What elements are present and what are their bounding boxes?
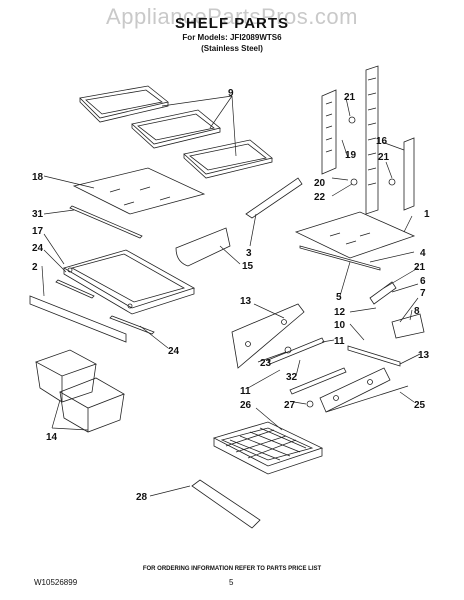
page-title: SHELF PARTS	[174, 15, 290, 32]
shelf-side-rail-13-lower	[319, 367, 391, 413]
slide-rail-upper	[55, 279, 95, 299]
callout-21-mid: 21	[414, 262, 426, 273]
callout-5: 5	[336, 292, 342, 303]
upper-glass-shelf-1	[79, 85, 169, 123]
callout-27: 27	[284, 400, 296, 411]
slide-rail-lower	[109, 315, 155, 335]
leader-lines	[41, 95, 421, 497]
wire-drawer-26	[212, 421, 324, 475]
callout-23: 23	[260, 358, 272, 369]
callout-24-bottom: 24	[168, 346, 180, 357]
ordering-note: FOR ORDERING INFORMATION REFER TO PARTS …	[142, 566, 322, 572]
shelf-ladder-16	[403, 137, 415, 211]
page-number: 5	[229, 578, 234, 587]
callout-31: 31	[32, 209, 44, 220]
slide-out-shelf-frame	[62, 249, 195, 315]
callout-22: 22	[314, 192, 326, 203]
shelf-trim-4	[299, 245, 381, 271]
callout-25: 25	[414, 400, 426, 411]
callout-26: 26	[240, 400, 252, 411]
callout-16: 16	[376, 136, 388, 147]
rod-25	[325, 385, 409, 413]
screws-21-22	[348, 116, 396, 186]
shelf-trim-2	[29, 295, 127, 343]
callout-32: 32	[286, 372, 298, 383]
crisper-drawer-right	[59, 377, 125, 433]
model-info: For Models: JFI2089WTS6 (Stainless Steel…	[0, 32, 464, 54]
glass-shelf-18	[72, 167, 206, 215]
callout-12: 12	[334, 307, 346, 318]
shelf-bracket-8	[391, 313, 425, 339]
shelf-side-rail-13-upper	[231, 303, 305, 369]
callout-11-mid: 11	[334, 336, 345, 347]
callout-13: 13	[240, 296, 252, 307]
callout-10: 10	[334, 320, 346, 331]
callout-17: 17	[32, 226, 44, 237]
shelf-ladder-tall	[365, 65, 379, 215]
callout-15: 15	[242, 261, 254, 272]
crisper-drawer-left	[35, 349, 97, 403]
finish-line: (Stainless Steel)	[201, 44, 263, 53]
callout-4: 4	[420, 248, 426, 259]
callout-7: 7	[420, 288, 426, 299]
callout-14: 14	[46, 432, 58, 443]
callout-24-top: 24	[32, 243, 44, 254]
callout-18: 18	[32, 172, 44, 183]
callout-labels: 9 21 19 16 21 18 20 22 1 31 17 24 3 4 2 …	[32, 88, 430, 503]
callout-6: 6	[420, 276, 426, 287]
drawer-handle-28	[191, 479, 261, 529]
shelf-endcap-15	[175, 227, 231, 267]
model-line: For Models: JFI2089WTS6	[182, 33, 282, 42]
callout-3: 3	[246, 248, 252, 259]
callout-21: 21	[344, 92, 356, 103]
callout-8: 8	[414, 306, 420, 317]
watermark: AppliancePartsPros.com	[106, 4, 358, 29]
shelf-bracket-3	[245, 177, 303, 219]
callout-9: 9	[228, 88, 234, 99]
document-number: W10526899	[34, 578, 78, 587]
callout-13-right: 13	[418, 350, 430, 361]
callout-1: 1	[424, 209, 430, 220]
upper-glass-shelf-3	[183, 139, 273, 179]
shelf-trim-31	[69, 205, 143, 239]
callout-21-right: 21	[378, 152, 390, 163]
glass-shelf-1	[294, 211, 416, 259]
upper-glass-shelf-2	[131, 109, 221, 149]
callout-28: 28	[136, 492, 148, 503]
clip-23	[284, 346, 292, 354]
callout-2: 2	[32, 262, 38, 273]
clip-27	[306, 400, 314, 408]
slide-rail-10	[347, 345, 401, 367]
callout-19: 19	[345, 150, 357, 161]
shelf-bracket-6	[369, 281, 397, 305]
callout-20: 20	[314, 178, 326, 189]
callout-11: 11	[240, 386, 251, 397]
shelf-ladder-19	[321, 89, 337, 175]
